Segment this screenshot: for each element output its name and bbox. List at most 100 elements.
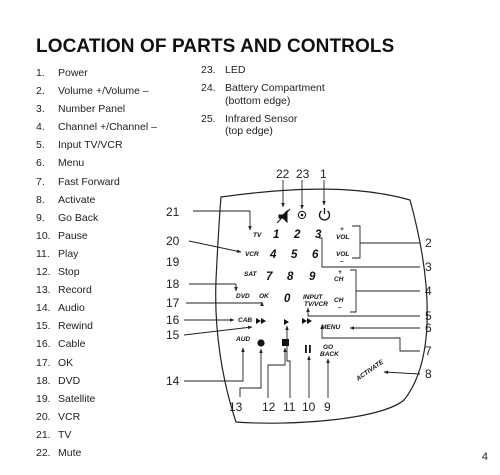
rewind-icon — [256, 318, 266, 324]
list-item: 21. TV — [36, 426, 157, 444]
item-number: 21. — [36, 428, 51, 441]
callout-13: 13 — [229, 400, 243, 414]
item-number: 3. — [36, 103, 45, 116]
item-label: LED — [225, 64, 246, 76]
volume-label: VOL — [336, 234, 349, 241]
tv-vcr-label: TV/VCR — [304, 301, 328, 308]
list-item: 23. LED — [201, 64, 341, 77]
item-label: Channel +/Channel – — [58, 121, 157, 134]
fast-forward-icon — [302, 318, 312, 324]
item-label: Cable — [58, 338, 86, 351]
list-item: 14.Audio — [36, 299, 157, 317]
go-label: GO — [323, 344, 333, 351]
callout-1: 1 — [320, 167, 327, 181]
callout-10: 10 — [302, 400, 316, 414]
item-label: Fast Forward — [58, 175, 120, 188]
item-number: 13. — [36, 284, 51, 297]
number-6-button: 6 — [312, 249, 319, 261]
number-3-button: 3 — [315, 229, 322, 241]
list-item: 15.Rewind — [36, 317, 157, 335]
item-number: 2. — [36, 85, 45, 98]
vcr-button: VCR — [245, 251, 259, 258]
callout-17: 17 — [166, 296, 180, 310]
play-icon — [284, 319, 289, 325]
item-label: Number Panel — [58, 103, 126, 116]
list-item: 6. Menu — [36, 154, 157, 172]
number-8-button: 8 — [287, 271, 294, 283]
item-sublabel: (top edge) — [225, 125, 273, 138]
item-label: TV — [58, 428, 72, 441]
record-icon — [257, 339, 265, 347]
item-number: 23. — [201, 64, 216, 76]
back-label: BACK — [320, 351, 340, 358]
list-item: 8. Activate — [36, 191, 157, 209]
volume-label-lower: VOL — [336, 251, 349, 258]
item-number: 24. — [201, 82, 216, 95]
item-label: DVD — [58, 374, 81, 387]
item-number: 9. — [36, 211, 45, 224]
menu-button: MENU — [321, 324, 340, 331]
callout-18: 18 — [166, 277, 180, 291]
item-number: 12. — [36, 266, 51, 279]
page-number: 4 — [481, 451, 488, 463]
sat-button: SAT — [244, 271, 258, 278]
list-item: 19.Satellite — [36, 390, 157, 408]
callout-2: 2 — [425, 236, 432, 250]
item-label: Play — [58, 247, 79, 260]
item-label: VCR — [58, 410, 81, 423]
list-item: 20. VCR — [36, 408, 157, 426]
item-label: Pause — [58, 229, 88, 242]
item-number: 6. — [36, 157, 45, 170]
item-number: 20. — [36, 410, 51, 423]
volume-minus-label: – — [340, 258, 344, 265]
callout-21: 21 — [166, 205, 180, 219]
item-label: Mute — [58, 446, 82, 459]
item-number: 1. — [36, 67, 45, 79]
input-button: INPUT — [303, 294, 324, 301]
callout-19: 19 — [166, 255, 180, 269]
leader-lines — [183, 180, 421, 398]
list-item: 18. DVD — [36, 372, 157, 390]
list-item: 24. Battery Compartment(bottom edge) — [201, 82, 341, 107]
remote-body-outline — [215, 188, 428, 424]
dvd-button: DVD — [236, 293, 250, 300]
channel-plus-label: + — [338, 269, 342, 276]
callout-15: 15 — [166, 328, 180, 342]
item-number: 10. — [36, 229, 51, 242]
item-label: Activate — [58, 193, 96, 206]
item-number: 8. — [36, 193, 45, 206]
callout-7: 7 — [425, 344, 432, 358]
item-number: 4. — [36, 121, 45, 134]
callout-3: 3 — [425, 260, 432, 274]
number-0-button: 0 — [284, 293, 291, 305]
item-number: 22. — [36, 446, 51, 459]
list-item: 11. Play — [36, 245, 157, 263]
channel-minus-label: – — [338, 304, 342, 311]
list-item: 2.Volume +/Volume – — [36, 82, 157, 100]
mute-icon — [276, 208, 291, 224]
stop-icon — [282, 339, 289, 346]
power-icon — [318, 208, 331, 221]
list-item: 5.Input TV/VCR — [36, 136, 157, 154]
callout-12: 12 — [262, 400, 276, 414]
callout-4: 4 — [425, 284, 432, 298]
item-label: Battery Compartment — [225, 82, 325, 95]
item-number: 18. — [36, 374, 51, 387]
parts-list-right: 23. LED 24. Battery Compartment(bottom edg… — [201, 64, 341, 143]
item-number: 7. — [36, 175, 45, 188]
callout-9: 9 — [324, 400, 331, 414]
item-label: Stop — [58, 266, 80, 279]
item-number: 19. — [36, 392, 51, 405]
item-number: 14. — [36, 302, 51, 315]
item-number: 11. — [36, 247, 50, 260]
list-item: 1.Power — [36, 64, 157, 82]
item-number: 25. — [201, 112, 216, 125]
item-label: Record — [58, 284, 92, 297]
list-item: 3. Number Panel — [36, 100, 157, 118]
item-sublabel: (bottom edge) — [225, 94, 291, 107]
callout-16: 16 — [166, 313, 180, 327]
item-label: Menu — [58, 157, 85, 170]
item-label: Go Back — [58, 211, 99, 224]
number-2-button: 2 — [293, 229, 301, 241]
